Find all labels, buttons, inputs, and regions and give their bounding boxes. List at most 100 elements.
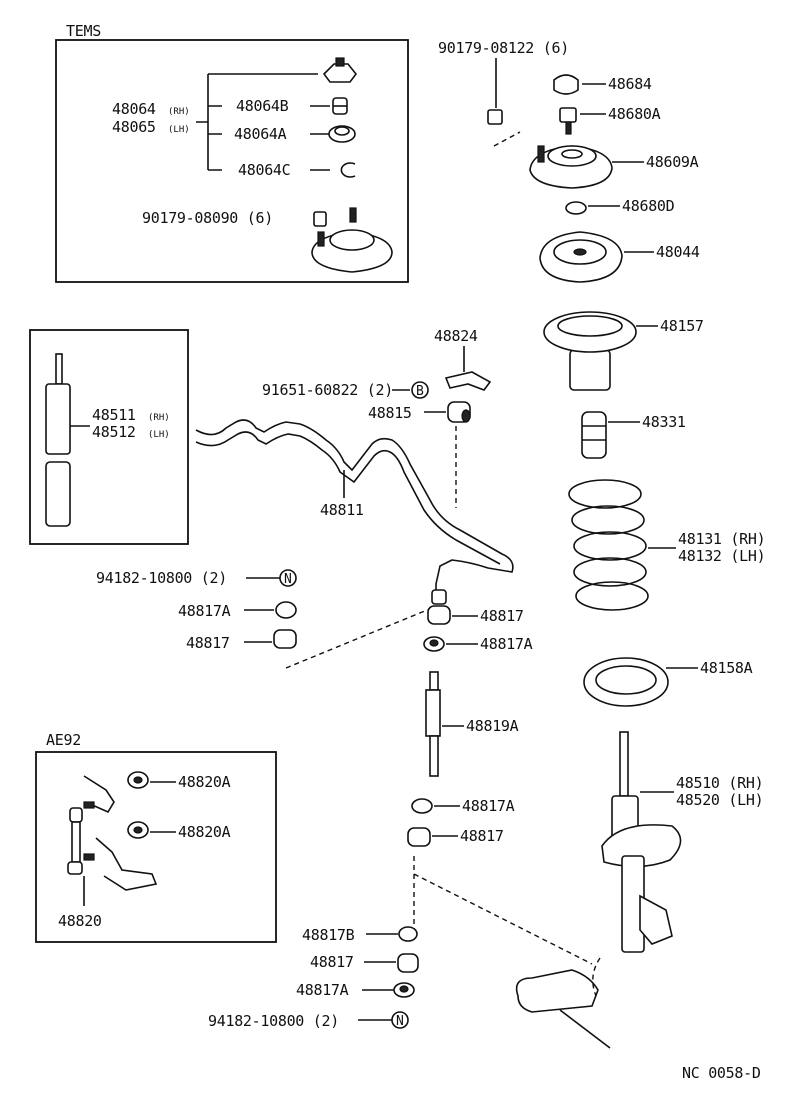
label-48817a-right: 48817A xyxy=(480,635,533,653)
lower-cushion-2-icon xyxy=(397,953,419,973)
label-90179-08090: 90179-08090 (6) xyxy=(142,209,273,227)
link-bolt-icon xyxy=(425,671,441,777)
nut-48680a-icon xyxy=(559,107,577,135)
symbol-b-circle xyxy=(411,381,429,399)
knuckle-icon xyxy=(515,969,611,1049)
label-48817a-lower-2: 48817A xyxy=(296,981,349,999)
label-48817-lower: 48817 xyxy=(460,827,504,845)
label-48065: 48065 xyxy=(112,118,156,136)
label-48817b: 48817B xyxy=(302,926,355,944)
label-48512: 48512 xyxy=(92,423,136,441)
spring-icon xyxy=(568,479,649,611)
cushion-left-icon xyxy=(273,629,297,649)
label-90179-08122: 90179-08122 (6) xyxy=(438,39,569,57)
cushion-right-icon xyxy=(427,605,451,625)
boot-48157-icon xyxy=(543,311,637,391)
ae92-section: AE92 48820A 48820A 48820 xyxy=(35,731,277,943)
tems-washer-icon xyxy=(328,125,356,143)
mount-48609a-icon xyxy=(529,145,613,189)
spacer-48680d-icon xyxy=(565,201,587,215)
label-48817-left: 48817 xyxy=(186,634,230,652)
ae92-nut-2-icon xyxy=(127,821,149,839)
label-48811: 48811 xyxy=(320,501,364,519)
tems-box xyxy=(55,39,409,283)
dash-nut-mount xyxy=(493,131,521,147)
tems-clip-icon xyxy=(340,162,356,178)
cushion-a-right-icon xyxy=(423,636,445,652)
label-48819a: 48819A xyxy=(466,717,519,735)
label-48817a-left: 48817A xyxy=(178,602,231,620)
label-48815: 48815 xyxy=(368,404,412,422)
stabilizer-section: 48824 91651-60822 (2) B 48815 48811 9418… xyxy=(96,327,593,1030)
strut-assembly-icon xyxy=(601,731,682,953)
label-48820a-2: 48820A xyxy=(178,823,231,841)
tems-section: TEMS 48064 (RH) 48065 (LH) 48064B 48064A… xyxy=(55,22,409,283)
tems-actuator-icon xyxy=(322,57,358,83)
label-48510: 48510 (RH) xyxy=(676,774,763,792)
label-48820a-1: 48820A xyxy=(178,773,231,791)
shock-absorber-icon xyxy=(45,353,71,527)
lower-insulator-icon xyxy=(583,657,669,707)
dash-lower xyxy=(413,856,593,965)
tems-bracket-lines xyxy=(196,73,318,171)
bushing-48815-icon xyxy=(447,401,471,423)
label-94182-lower: 94182-10800 (2) xyxy=(208,1012,339,1030)
seat-48044-icon xyxy=(539,231,623,283)
symbol-n-upper-circle xyxy=(279,569,297,587)
cap-icon xyxy=(553,74,579,95)
shock-box xyxy=(29,329,189,545)
dash-left-cushion xyxy=(285,607,433,669)
label-48331: 48331 xyxy=(642,413,686,431)
symbol-b: B xyxy=(416,384,424,399)
label-48064a: 48064A xyxy=(234,125,287,143)
label-48064c: 48064C xyxy=(238,161,290,179)
label-48132: 48132 (LH) xyxy=(678,547,765,565)
stabilizer-bar xyxy=(195,419,514,598)
label-48064: 48064 xyxy=(112,100,156,118)
retainer-b-icon xyxy=(398,926,418,942)
label-48817-lower-2: 48817 xyxy=(310,953,354,971)
lower-cushion-icon xyxy=(407,827,431,847)
label-48680a: 48680A xyxy=(608,105,661,123)
label-48131: 48131 (RH) xyxy=(678,530,765,548)
label-48065-suffix: (LH) xyxy=(168,125,190,135)
lower-cushion-a-icon xyxy=(411,798,433,814)
diagram-code: NC 0058-D xyxy=(682,1064,761,1082)
label-48817a-lower: 48817A xyxy=(462,797,515,815)
top-nut-icon xyxy=(487,109,503,125)
label-48044: 48044 xyxy=(656,243,700,261)
label-48684: 48684 xyxy=(608,75,652,93)
label-91651: 91651-60822 (2) xyxy=(262,381,393,399)
label-48820: 48820 xyxy=(58,912,102,930)
cushion-a-left-icon xyxy=(275,601,297,619)
stabilizer-bar-edge xyxy=(195,431,501,565)
label-48512-suffix: (LH) xyxy=(148,430,170,440)
bracket-icon xyxy=(444,371,492,391)
label-48064-suffix: (RH) xyxy=(168,107,190,117)
label-94182-upper: 94182-10800 (2) xyxy=(96,569,227,587)
label-48817-right: 48817 xyxy=(480,607,524,625)
label-48157: 48157 xyxy=(660,317,704,335)
label-48680d: 48680D xyxy=(622,197,675,215)
tems-bushing-icon xyxy=(332,97,348,115)
dash-strut-knuckle xyxy=(592,957,601,997)
shock-section: 48511 (RH) 48512 (LH) xyxy=(29,329,189,545)
symbol-n-lower: N xyxy=(396,1014,404,1029)
strut-column: 90179-08122 (6) 48684 48680A 48609A 4 xyxy=(438,39,766,1049)
lower-cushion-a-2-icon xyxy=(393,982,415,998)
label-48511: 48511 xyxy=(92,406,136,424)
symbol-n-upper: N xyxy=(284,572,292,587)
symbol-n-lower-circle xyxy=(391,1011,409,1029)
label-48064b: 48064B xyxy=(236,97,289,115)
label-48824: 48824 xyxy=(434,327,478,345)
label-48158a: 48158A xyxy=(700,659,753,677)
ae92-title: AE92 xyxy=(46,731,81,749)
label-48511-suffix: (RH) xyxy=(148,413,170,423)
ae92-box xyxy=(35,751,277,943)
tems-mount-icon xyxy=(311,207,393,273)
bumper-48331-icon xyxy=(581,411,607,459)
label-48520: 48520 (LH) xyxy=(676,791,763,809)
ae92-nut-1-icon xyxy=(127,771,149,789)
ae92-link-icon xyxy=(67,775,158,891)
